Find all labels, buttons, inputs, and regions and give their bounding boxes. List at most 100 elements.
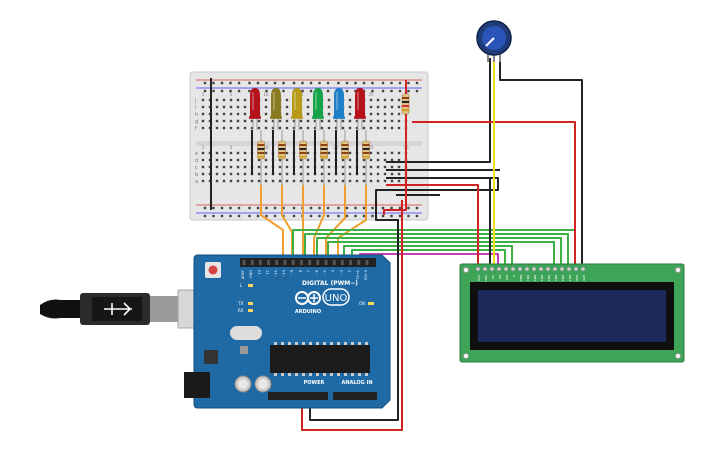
lcd-pin[interactable] <box>566 266 572 272</box>
lcd-pin[interactable] <box>496 266 502 272</box>
potentiometer[interactable] <box>476 20 512 62</box>
lcd-screen <box>478 290 666 342</box>
resistor[interactable] <box>320 130 328 185</box>
lcd-pin[interactable] <box>580 266 586 272</box>
column-number: 25 <box>368 92 374 97</box>
uno-label: UNO <box>325 293 348 304</box>
potentiometer-icon <box>485 37 495 47</box>
resistor-rail <box>401 93 410 115</box>
lcd-pin-label: DB4 <box>547 275 551 281</box>
row-letter: h <box>195 112 198 118</box>
lcd-pin[interactable] <box>475 266 481 272</box>
resistor[interactable] <box>299 130 307 185</box>
lcd-pin[interactable] <box>559 266 565 272</box>
lcd-pin[interactable] <box>524 266 530 272</box>
resistor[interactable] <box>362 130 370 185</box>
led-row <box>249 88 366 130</box>
digital-header <box>240 258 376 267</box>
usb-cable-icon <box>40 289 211 329</box>
analog-header <box>333 392 377 400</box>
digital-pin-label: ~9 <box>290 270 294 275</box>
lcd-pin[interactable] <box>545 266 551 272</box>
column-number: 1 <box>202 145 205 150</box>
lcd-pin-label: V0 <box>491 275 495 279</box>
row-letter: j <box>194 98 196 104</box>
lcd-pin-label: LED <box>582 275 586 282</box>
led[interactable] <box>312 88 324 130</box>
lcd-pin-label: RS <box>498 275 502 279</box>
digital-pin-label: 13 <box>257 270 261 274</box>
lcd-pin-label: DB7 <box>568 275 572 281</box>
digital-pin-label: ~6 <box>315 270 319 275</box>
led-rx-label: RX <box>238 308 244 313</box>
led[interactable] <box>354 88 366 130</box>
lcd-pin[interactable] <box>538 266 544 272</box>
row-letter: b <box>195 172 198 178</box>
breadboard-ground-jumpers <box>210 78 358 210</box>
led[interactable] <box>291 88 303 130</box>
column-number: 5 <box>230 92 233 97</box>
lcd-pin-label: DB5 <box>554 275 558 281</box>
resistor[interactable] <box>257 130 265 185</box>
wires <box>260 58 583 431</box>
lcd-pin-label: DB6 <box>561 275 565 281</box>
lcd-pin-label: DB3 <box>540 275 544 281</box>
led-l-label: L <box>240 283 243 288</box>
lcd-pin[interactable] <box>573 266 579 272</box>
led[interactable] <box>270 88 282 130</box>
column-number: 25 <box>368 145 374 150</box>
resistor-row <box>257 130 370 185</box>
row-letter: d <box>195 158 198 164</box>
row-letter: f <box>195 126 197 132</box>
column-number: 5 <box>230 145 233 150</box>
lcd-pin[interactable] <box>503 266 509 272</box>
row-letter: i <box>195 105 196 111</box>
led-on-label: ON <box>359 301 365 306</box>
lcd-pin[interactable] <box>510 266 516 272</box>
atmega-chip <box>270 345 370 373</box>
digital-pin-label: ~5 <box>323 270 327 275</box>
lcd-pin-label: LED <box>575 275 579 282</box>
power-header <box>268 392 328 400</box>
digital-pin-label: ~11 <box>274 270 278 277</box>
led[interactable] <box>249 88 261 130</box>
lcd-pin[interactable] <box>482 266 488 272</box>
column-number: 1 <box>202 92 205 97</box>
led-tx-label: TX <box>237 301 243 306</box>
power-jack-icon <box>184 372 210 398</box>
resistor[interactable] <box>278 130 286 185</box>
row-letter: a <box>195 179 198 185</box>
resistor[interactable] <box>341 130 349 185</box>
digital-pin-label: RX←0 <box>364 270 368 280</box>
led[interactable] <box>333 88 345 130</box>
lcd-pin[interactable] <box>517 266 523 272</box>
lcd-pin-label: DB1 <box>526 275 530 281</box>
column-number: 10 <box>263 145 269 150</box>
lcd-pin[interactable] <box>489 266 495 272</box>
lcd-pin-label: VDD <box>484 275 488 282</box>
digital-pin-label: ~3 <box>339 270 343 275</box>
red-wires <box>301 80 576 431</box>
lcd-pin[interactable] <box>552 266 558 272</box>
arduino-brand: ARDUINO <box>295 309 321 315</box>
lcd-pin[interactable] <box>531 266 537 272</box>
digital-pin-label: 2 <box>348 270 352 272</box>
row-letter: c <box>195 165 198 171</box>
digital-pin-label: 12 <box>266 270 270 274</box>
digital-pin-label: 8 <box>298 270 302 272</box>
digital-pin-label: AREF <box>241 270 245 279</box>
row-letter: g <box>195 119 198 125</box>
digital-header-label: DIGITAL (PWM~) <box>302 280 358 287</box>
lcd-pin-label: E <box>512 275 516 277</box>
analog-label: ANALOG IN <box>341 380 372 386</box>
column-number: 10 <box>263 92 269 97</box>
lcd-pin-label: DB2 <box>533 275 537 281</box>
